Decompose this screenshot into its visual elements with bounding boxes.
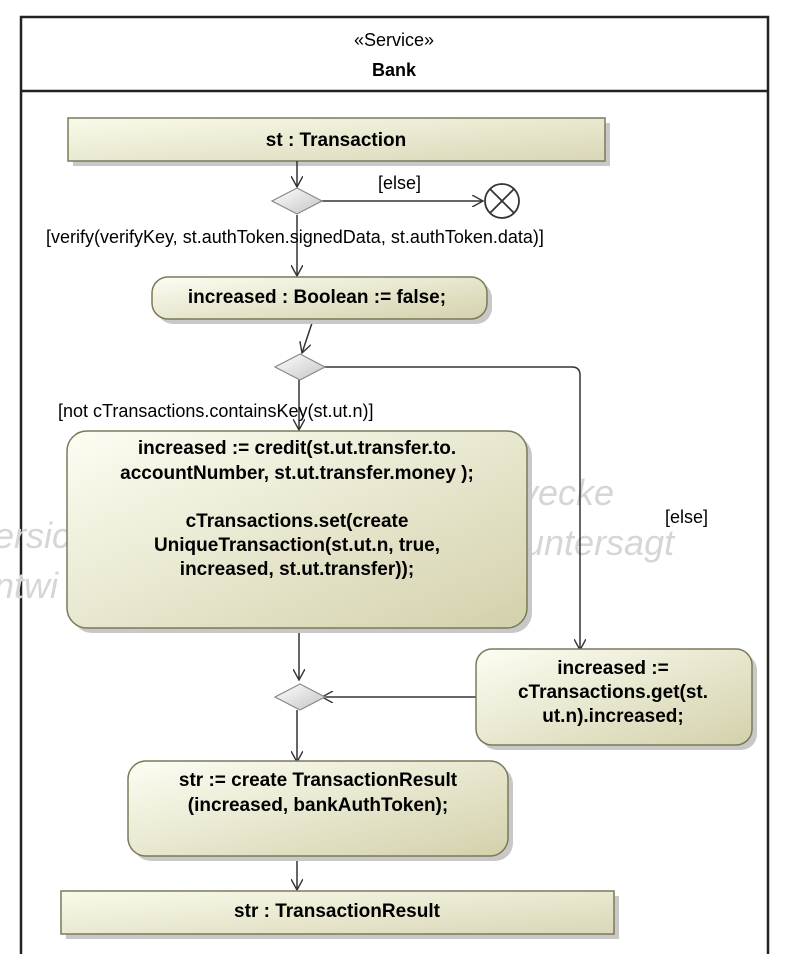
watermark-right-1: vecke (520, 472, 614, 513)
watermark-left-2: ntwi (0, 565, 59, 606)
credit-line-1: increased := credit(st.ut.transfer.to. (138, 438, 456, 459)
credit-line-6: increased, st.ut.transfer)); (180, 559, 414, 580)
credit-line-4: cTransactions.set(create (186, 511, 409, 532)
guard-not-contains: [not cTransactions.containsKey(st.ut.n)] (58, 401, 373, 421)
watermark: ersic ntwi vecke untersagt (0, 472, 676, 606)
edge-decision2-to-get (323, 366, 580, 650)
credit-line-2: accountNumber, st.ut.transfer.money ); (120, 463, 474, 484)
output-pin-label: str : TransactionResult (234, 901, 441, 922)
action-get: increased := cTransactions.get(st. ut.n)… (475, 648, 757, 750)
action-create-result: str := create TransactionResult (increas… (127, 760, 513, 861)
edges (297, 161, 580, 890)
guard-verify: [verify(verifyKey, st.authToken.signedDa… (46, 227, 544, 247)
credit-line-5: UniqueTransaction(st.ut.n, true, (154, 535, 440, 556)
edge-init-to-decision2 (302, 319, 314, 353)
decision-node-contains (273, 353, 327, 381)
action-init-increased: increased : Boolean := false; (151, 276, 492, 324)
get-line-1: increased := (557, 658, 668, 679)
decision-node-verify (270, 187, 324, 215)
merge-node (273, 683, 327, 711)
action-init-label: increased : Boolean := false; (188, 287, 446, 308)
guard-else-top: [else] (378, 173, 421, 193)
result-line-2: (increased, bankAuthToken); (188, 795, 448, 816)
input-pin-st-transaction: st : Transaction (67, 117, 610, 166)
output-pin-str-transactionresult: str : TransactionResult (60, 890, 619, 939)
input-pin-label: st : Transaction (266, 130, 406, 151)
get-line-2: cTransactions.get(st. (518, 682, 708, 703)
frame-stereotype: «Service» (354, 30, 434, 50)
frame-title: Bank (372, 60, 417, 80)
watermark-right-2: untersagt (524, 522, 676, 563)
action-credit: increased := credit(st.ut.transfer.to. a… (66, 430, 532, 633)
get-line-3: ut.n).increased; (542, 706, 683, 727)
result-line-1: str := create TransactionResult (179, 770, 458, 791)
watermark-left-1: ersic (0, 515, 70, 556)
flow-final-node (484, 183, 520, 219)
guard-else-right: [else] (665, 507, 708, 527)
